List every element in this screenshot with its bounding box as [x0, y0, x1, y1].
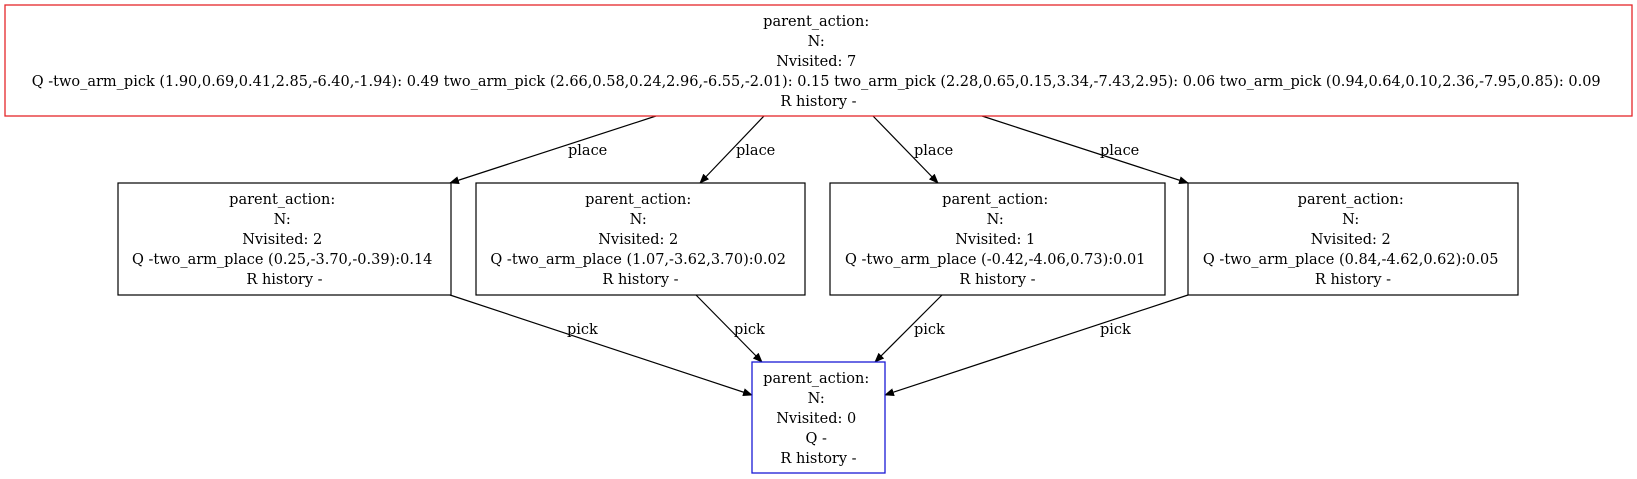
- node-child1-line-r-history: R history -: [246, 272, 322, 288]
- node-child3-line-r-history: R history -: [959, 272, 1035, 288]
- edge-label-child2-leaf: pick: [734, 322, 765, 338]
- node-root-line-n: N:: [808, 34, 825, 50]
- svg-text:parent_action: N:: parent_action: N: Nvisited: 1 Q -two_arm…: [845, 192, 1150, 288]
- node-leaf-line-q: Q -: [805, 431, 826, 447]
- node-child1-line-n: N:: [274, 212, 291, 228]
- node-child1: parent_action: N: Nvisited: 2 Q -two_arm…: [117, 182, 452, 296]
- node-child4: parent_action: N: Nvisited: 2 Q -two_arm…: [1187, 182, 1519, 296]
- edge-child1-leaf: [449, 294, 753, 396]
- node-leaf-line-parent-action: parent_action:: [763, 371, 869, 387]
- node-child2-line-nvisited: Nvisited: 2: [598, 232, 678, 248]
- svg-text:parent_action: N:: parent_action: N: Nvisited: 0 Q - R hist…: [763, 371, 874, 467]
- node-child4-line-r-history: R history -: [1315, 272, 1391, 288]
- node-child2-box: [475, 182, 806, 296]
- edge-label-child3-leaf: pick: [914, 322, 945, 338]
- node-leaf-line-nvisited: Nvisited: 0: [776, 411, 856, 427]
- node-child1-box: [117, 182, 452, 296]
- svg-text:parent_action: N:: parent_action: N: Nvisited: 2 Q -two_arm…: [132, 192, 437, 288]
- node-root-line-nvisited: Nvisited: 7: [776, 54, 856, 70]
- svg-text:parent_action: N:: parent_action: N: Nvisited: 2 Q -two_arm…: [1203, 192, 1503, 288]
- node-child4-line-q: Q -two_arm_place (0.84,-4.62,0.62):0.05: [1203, 252, 1499, 268]
- svg-text:parent_action: N:: parent_action: N: Nvisited: 7 Q -two_arm…: [32, 14, 1606, 110]
- node-child4-line-n: N:: [1342, 212, 1359, 228]
- node-child2-line-parent-action: parent_action:: [585, 192, 691, 208]
- edge-child4-leaf: [884, 294, 1189, 396]
- edge-label-root-child2: place: [736, 143, 775, 159]
- edge-child3-leaf: [874, 294, 943, 363]
- node-child2-line-q: Q -two_arm_place (1.07,-3.62,3.70):0.02: [490, 252, 786, 268]
- node-child4-box: [1187, 182, 1519, 296]
- node-child1-line-q: Q -two_arm_place (0.25,-3.70,-0.39):0.14: [132, 252, 432, 268]
- node-child1-line-parent-action: parent_action:: [229, 192, 335, 208]
- edge-label-root-child3: place: [914, 143, 953, 159]
- edge-label-child1-leaf: pick: [567, 322, 598, 338]
- svg-text:parent_action: N:: parent_action: N: Nvisited: 2 Q -two_arm…: [490, 192, 790, 288]
- node-child2: parent_action: N: Nvisited: 2 Q -two_arm…: [475, 182, 806, 296]
- node-child3-box: [829, 182, 1166, 296]
- node-child4-line-parent-action: parent_action:: [1298, 192, 1404, 208]
- edge-label-root-child1: place: [568, 143, 607, 159]
- edges: place place place place pick pick pick p…: [449, 115, 1189, 396]
- node-child3-line-q: Q -two_arm_place (-0.42,-4.06,0.73):0.01: [845, 252, 1145, 268]
- node-root-box: [4, 4, 1633, 117]
- node-child2-line-n: N:: [630, 212, 647, 228]
- edge-root-child3: [872, 115, 939, 184]
- edge-root-child1: [449, 115, 657, 185]
- node-root: parent_action: N: Nvisited: 7 Q -two_arm…: [4, 4, 1633, 117]
- node-child3: parent_action: N: Nvisited: 1 Q -two_arm…: [829, 182, 1166, 296]
- edge-root-child4: [981, 115, 1189, 185]
- node-leaf-line-r-history: R history -: [780, 451, 856, 467]
- node-root-line-parent-action: parent_action:: [763, 14, 869, 30]
- edge-root-child2: [699, 115, 765, 184]
- edge-child2-leaf: [695, 294, 763, 363]
- edge-label-child4-leaf: pick: [1100, 322, 1131, 338]
- node-leaf-line-n: N:: [808, 391, 825, 407]
- node-root-line-r-history: R history -: [780, 94, 856, 110]
- node-leaf-box: [751, 361, 886, 474]
- edge-label-root-child4: place: [1100, 143, 1139, 159]
- node-child3-line-n: N:: [987, 212, 1004, 228]
- node-child2-line-r-history: R history -: [602, 272, 678, 288]
- node-root-line-q: Q -two_arm_pick (1.90,0.69,0.41,2.85,-6.…: [32, 74, 1601, 90]
- node-child3-line-nvisited: Nvisited: 1: [955, 232, 1035, 248]
- node-child4-line-nvisited: Nvisited: 2: [1311, 232, 1391, 248]
- node-leaf: parent_action: N: Nvisited: 0 Q - R hist…: [751, 361, 886, 474]
- node-child3-line-parent-action: parent_action:: [942, 192, 1048, 208]
- node-child1-line-nvisited: Nvisited: 2: [242, 232, 322, 248]
